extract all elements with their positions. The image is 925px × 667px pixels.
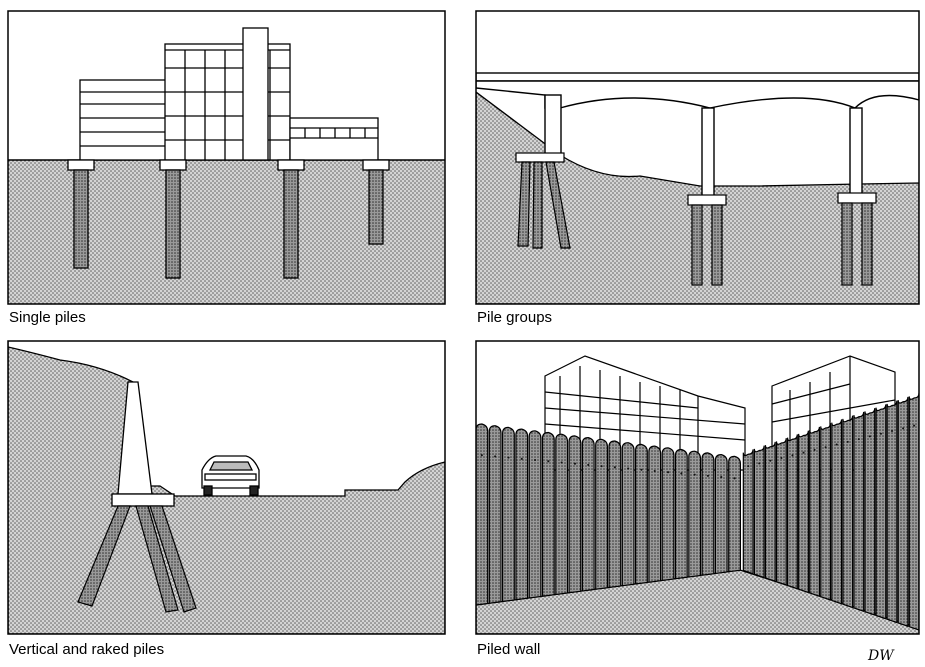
tie-hole	[573, 462, 577, 465]
car	[201, 455, 260, 496]
sheet-pile	[502, 426, 515, 603]
tie-hole	[653, 469, 656, 473]
pile-group-right	[837, 192, 877, 286]
tie-hole	[560, 461, 563, 464]
sheet-pile	[568, 435, 582, 594]
sheet-pile	[635, 443, 648, 585]
pile-group-middle	[687, 194, 727, 286]
sheet-pile	[764, 441, 776, 583]
sheet-pile	[842, 415, 854, 609]
raked-piles	[77, 505, 197, 613]
tie-hole	[868, 435, 871, 438]
bridge	[476, 72, 919, 197]
sheet-pile	[581, 436, 595, 592]
tie-hole	[640, 468, 643, 471]
tie-hole	[813, 448, 816, 451]
tie-hole	[733, 477, 736, 480]
sheet-pile	[875, 404, 887, 620]
sheet-pile	[820, 423, 832, 601]
caption-pile-groups: Pile groups	[477, 309, 553, 326]
sheet-pile	[831, 419, 843, 605]
tie-hole	[747, 465, 750, 468]
sheet-pile	[886, 400, 898, 624]
caption-piled-wall: Piled wall	[477, 641, 541, 658]
sheet-pile	[674, 448, 688, 580]
tie-hole	[600, 465, 603, 468]
panel-vertical-raked-piles	[8, 341, 445, 634]
sheet-pile	[864, 408, 876, 616]
tie-hole	[627, 467, 630, 470]
sheet-pile	[555, 433, 569, 596]
panel-pile-groups	[476, 11, 919, 304]
tie-hole	[693, 473, 696, 476]
sheet-pile	[728, 455, 742, 573]
sheet-pile	[853, 411, 865, 613]
sheet-pile	[809, 426, 821, 598]
tie-hole	[706, 474, 710, 477]
tie-hole	[666, 471, 670, 474]
tie-hole	[791, 454, 794, 457]
pile-group-left	[515, 152, 571, 249]
tie-hole	[802, 451, 805, 454]
caption-vertical-raked-piles: Vertical and raked piles	[9, 641, 165, 658]
sheet-pile	[908, 393, 919, 631]
sheet-pile	[897, 396, 909, 628]
tie-hole	[769, 459, 772, 462]
tie-hole	[547, 460, 550, 463]
tie-hole	[613, 466, 616, 469]
sheet-pile	[608, 440, 622, 589]
sheet-pile	[528, 430, 542, 599]
sheet-pile	[621, 442, 635, 587]
sheet-pile	[541, 431, 555, 597]
tie-hole	[758, 462, 761, 465]
panel-piled-wall	[476, 341, 919, 634]
tie-hole	[835, 443, 838, 446]
tie-hole	[902, 427, 905, 430]
piled-wall-right	[742, 393, 919, 631]
tie-hole	[846, 440, 849, 443]
sheet-pile	[714, 453, 728, 575]
artist-signature: DW	[868, 648, 894, 664]
panel-single-piles	[8, 11, 445, 304]
tie-hole	[879, 432, 882, 435]
sheet-pile	[775, 438, 787, 586]
sheet-pile	[488, 425, 502, 604]
tie-hole	[780, 457, 783, 460]
single-piles	[67, 159, 390, 279]
sheet-pile	[515, 428, 529, 601]
sheet-pile	[742, 449, 754, 575]
building	[79, 27, 379, 161]
tie-hole	[520, 457, 523, 460]
tie-hole	[480, 454, 483, 457]
sheet-pile	[798, 430, 809, 594]
sheet-pile	[648, 445, 662, 583]
sheet-pile	[595, 438, 609, 590]
piled-wall-left	[476, 423, 742, 606]
tie-hole	[680, 472, 683, 475]
tie-hole	[507, 456, 510, 459]
caption-single-piles: Single piles	[9, 309, 86, 326]
tie-hole	[913, 424, 916, 427]
sheet-pile	[786, 434, 798, 590]
sheet-pile	[476, 423, 489, 606]
tie-hole	[891, 430, 894, 433]
tie-hole	[720, 476, 723, 479]
sheet-pile	[688, 450, 702, 578]
building	[544, 355, 746, 471]
sheet-pile	[701, 452, 715, 576]
tie-hole	[494, 455, 497, 458]
tie-hole	[533, 459, 537, 462]
sheet-pile	[753, 445, 765, 579]
tie-hole	[824, 446, 827, 449]
sheet-pile	[661, 447, 675, 582]
tie-hole	[587, 463, 590, 466]
tie-hole	[857, 438, 860, 441]
